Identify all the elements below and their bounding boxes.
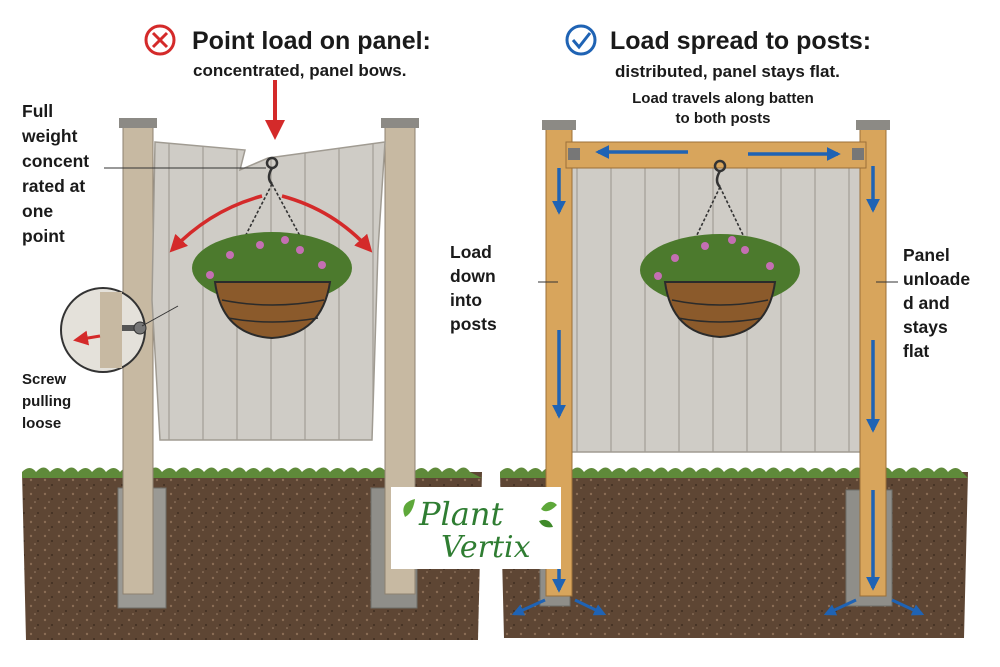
panel-annotation: Panel unloade d and stays flat — [903, 245, 970, 361]
right-subtitle: distributed, panel stays flat. — [615, 62, 840, 81]
svg-text:d and: d and — [903, 293, 950, 313]
svg-text:loose: loose — [22, 415, 61, 432]
svg-text:unloade: unloade — [903, 269, 970, 289]
svg-text:concent: concent — [22, 151, 89, 171]
svg-text:Load travels along batten: Load travels along batten — [632, 90, 814, 107]
svg-text:point: point — [22, 226, 65, 246]
left-title: Point load on panel: — [192, 27, 431, 55]
svg-text:one: one — [22, 201, 53, 221]
batten-annotation: Load travels along batten to both posts — [632, 90, 814, 127]
right-scene — [500, 120, 968, 638]
right-basket — [663, 281, 777, 339]
right-grass — [500, 467, 968, 478]
svg-text:Load: Load — [450, 242, 492, 262]
svg-text:Screw: Screw — [22, 371, 67, 388]
svg-text:Full: Full — [22, 101, 53, 121]
logo-line1: Plant — [418, 495, 503, 533]
svg-text:stays: stays — [903, 317, 948, 337]
svg-text:into: into — [450, 290, 482, 310]
svg-text:pulling: pulling — [22, 393, 71, 410]
leaf-icon — [403, 499, 415, 517]
svg-text:weight: weight — [21, 126, 78, 146]
leaf-icon — [539, 519, 553, 528]
weight-annotation: Full weight concent rated at one point — [21, 101, 89, 246]
svg-text:Panel: Panel — [903, 245, 950, 265]
screw-pull-arrow — [73, 330, 101, 346]
left-scene — [22, 80, 482, 640]
left-subtitle: concentrated, panel bows. — [193, 61, 407, 80]
blue-check-circle-icon — [565, 24, 597, 56]
posts-annotation: Load down into posts — [450, 242, 497, 334]
bow-arrow-right — [281, 194, 373, 253]
svg-text:to both posts: to both posts — [676, 110, 771, 127]
svg-text:flat: flat — [903, 341, 929, 361]
right-title: Load spread to posts: — [610, 27, 871, 55]
svg-text:rated at: rated at — [22, 176, 85, 196]
leaf-icon — [541, 501, 557, 512]
svg-text:down: down — [450, 266, 496, 286]
bow-arrow-left — [169, 194, 263, 253]
left-post-1-cap — [119, 118, 157, 128]
left-post-2-cap — [381, 118, 419, 128]
svg-text:posts: posts — [450, 314, 497, 334]
left-basket — [213, 281, 332, 340]
screw-annotation: Screw pulling loose — [22, 371, 71, 432]
red-cross-circle-icon — [144, 24, 176, 56]
plantvertix-logo: Plant Vertix — [391, 487, 561, 569]
logo-line2: Vertix — [441, 530, 531, 565]
